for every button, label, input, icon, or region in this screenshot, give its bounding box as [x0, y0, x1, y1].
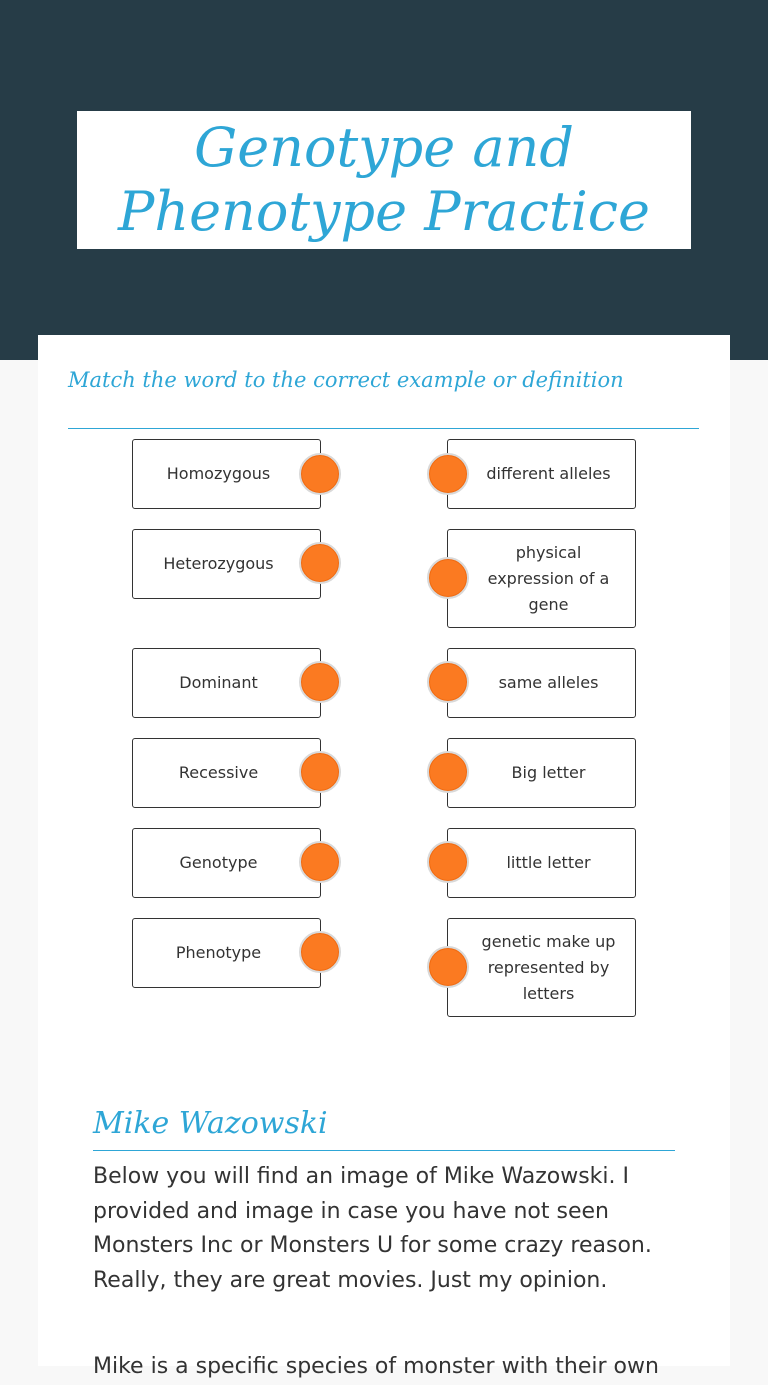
- match-definition-little-letter[interactable]: little letter: [447, 828, 636, 898]
- match-connector-left-4[interactable]: [299, 751, 341, 793]
- match-term-recessive[interactable]: Recessive: [132, 738, 321, 808]
- match-connector-left-5[interactable]: [299, 841, 341, 883]
- match-term-homozygous[interactable]: Homozygous: [132, 439, 321, 509]
- match-connector-right-4[interactable]: [427, 751, 469, 793]
- match-definition-label: Big letter: [511, 763, 586, 782]
- match-term-label: Recessive: [178, 763, 259, 782]
- match-term-label: Phenotype: [175, 943, 262, 962]
- match-definition-label: genetic make up represented by letters: [481, 931, 616, 1003]
- match-term-phenotype[interactable]: Phenotype: [132, 918, 321, 988]
- match-connector-left-3[interactable]: [299, 661, 341, 703]
- match-term-label: Heterozygous: [163, 554, 274, 573]
- match-connector-right-1[interactable]: [427, 453, 469, 495]
- match-definition-genetic-make-up[interactable]: genetic make up represented by letters: [447, 918, 636, 1017]
- match-definition-label: physical expression of a gene: [487, 542, 610, 614]
- match-connector-right-6[interactable]: [427, 946, 469, 988]
- page-title: Genotype and Phenotype Practice: [117, 116, 650, 243]
- match-connector-right-5[interactable]: [427, 841, 469, 883]
- match-definition-label: different alleles: [486, 464, 611, 483]
- match-term-label: Homozygous: [166, 464, 271, 483]
- match-term-dominant[interactable]: Dominant: [132, 648, 321, 718]
- match-definition-same-alleles[interactable]: same alleles: [447, 648, 636, 718]
- match-definition-big-letter[interactable]: Big letter: [447, 738, 636, 808]
- title-banner: Genotype and Phenotype Practice: [77, 111, 691, 249]
- match-connector-left-6[interactable]: [299, 931, 341, 973]
- match-definition-physical-expression[interactable]: physical expression of a gene: [447, 529, 636, 628]
- mike-section-divider: [93, 1150, 675, 1151]
- worksheet-card: Match the word to the correct example or…: [38, 335, 730, 1379]
- match-connector-left-2[interactable]: [299, 542, 341, 584]
- match-section-heading: Match the word to the correct example or…: [68, 368, 624, 392]
- match-term-label: Dominant: [179, 673, 258, 692]
- match-connector-right-2[interactable]: [427, 557, 469, 599]
- match-connector-left-1[interactable]: [299, 453, 341, 495]
- match-definition-different-alleles[interactable]: different alleles: [447, 439, 636, 509]
- match-term-label: Genotype: [179, 853, 258, 872]
- mike-paragraph-2: Mike is a specific species of monster wi…: [93, 1354, 659, 1379]
- mike-paragraph-1: Below you will find an image of Mike Waz…: [93, 1164, 652, 1293]
- match-term-genotype[interactable]: Genotype: [132, 828, 321, 898]
- match-definition-label: same alleles: [498, 673, 599, 692]
- match-term-heterozygous[interactable]: Heterozygous: [132, 529, 321, 599]
- match-definition-label: little letter: [506, 853, 591, 872]
- match-connector-right-3[interactable]: [427, 661, 469, 703]
- mike-section-heading: Mike Wazowski: [93, 1106, 328, 1141]
- match-section-divider: [68, 428, 699, 429]
